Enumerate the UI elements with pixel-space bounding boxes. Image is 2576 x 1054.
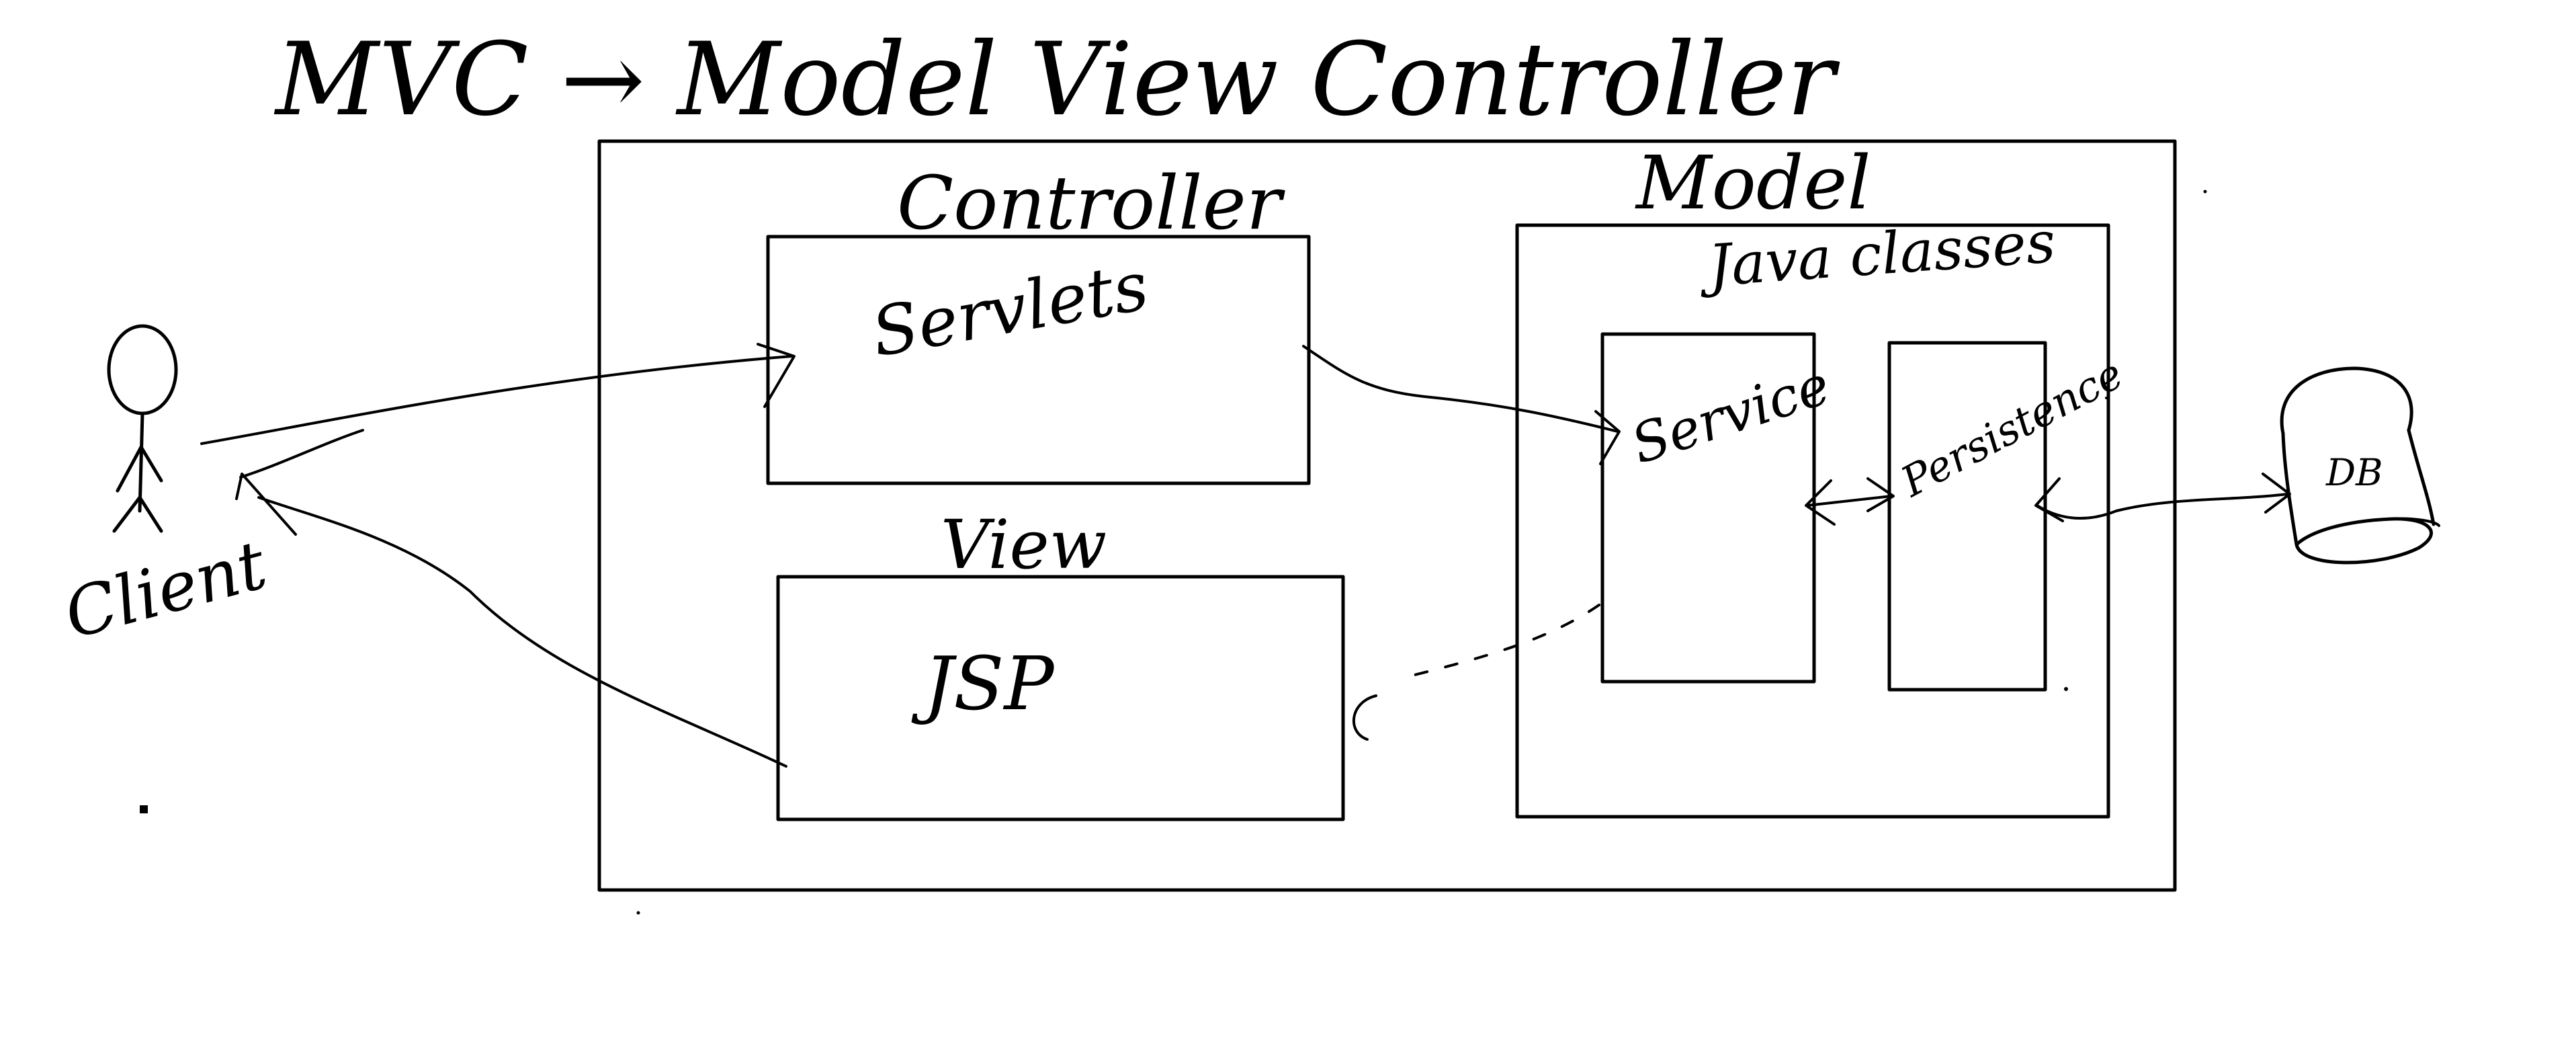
stray-dot: [2105, 397, 2108, 399]
controller-label: Controller: [897, 160, 1286, 246]
jsp-label: JSP: [911, 641, 1055, 727]
service-box: [1600, 332, 1816, 684]
service-label: Service: [1624, 354, 1837, 476]
stray-dot: [2064, 687, 2068, 691]
persistence-box: [1887, 341, 2047, 692]
controller-box: [766, 235, 1311, 485]
view-label: View: [941, 505, 1107, 584]
model-box: [1515, 223, 2110, 819]
stray-dot: [2203, 190, 2207, 194]
client-label: Client: [56, 525, 275, 654]
model-label: Model: [1635, 140, 1871, 226]
stray-dot: [140, 805, 148, 813]
client-to-servlets-arrow: [200, 343, 796, 479]
db-label: DB: [2325, 451, 2383, 494]
servlets-label: Servlets: [866, 246, 1154, 372]
persistence-label: Persistence: [1893, 349, 2131, 507]
servlets-to-service-arrow: [1302, 345, 1621, 465]
service-to-jsp-dashed-arrow: [1352, 604, 1600, 741]
client-figure: [107, 324, 178, 533]
db-cylinder: [2280, 366, 2440, 565]
persistence-db-arrow: [2034, 473, 2291, 522]
view-box: [776, 575, 1345, 821]
jsp-to-client-arrow: [235, 473, 787, 768]
service-persistence-arrow: [1805, 477, 1895, 526]
diagram-title: MVC → Model View Controller: [273, 22, 1840, 138]
stray-dot: [636, 911, 640, 915]
application-box: [597, 139, 2177, 892]
